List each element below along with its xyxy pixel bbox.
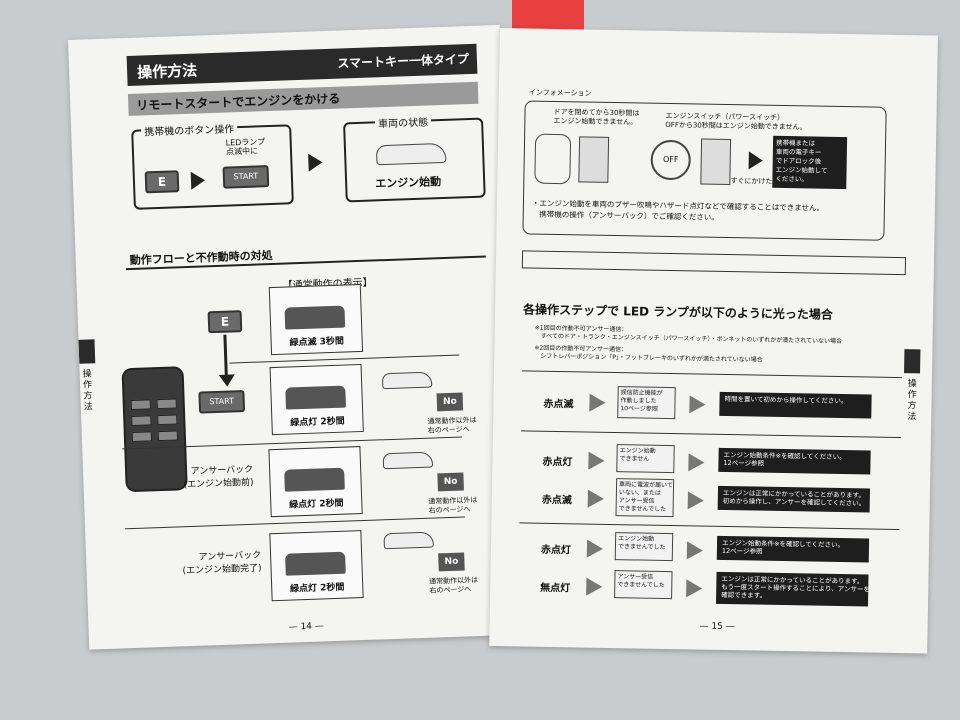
- phone-op-box: 携帯機のボタン操作 E LEDランプ 点滅中に START: [131, 120, 294, 210]
- step4-caption: 緑点灯 2秒間: [289, 582, 345, 595]
- remote-key-icon: [121, 366, 188, 493]
- led-panel-step1: 緑点滅 3秒間: [268, 283, 364, 356]
- info-text-door: ドアを閉めてから30秒間は エンジン始動できません。: [553, 107, 640, 127]
- gray-arrow-icon: [586, 539, 604, 558]
- remote-icon: [578, 136, 610, 183]
- no-badge: No: [436, 392, 464, 412]
- step2-caption: 緑点灯 2秒間: [290, 416, 345, 429]
- action-box: エンジン始動条件※を確認してください。 12ページ参照: [716, 535, 870, 563]
- section-title-flow: 動作フローと不作動時の対処: [125, 235, 486, 271]
- led-panel-step3: 緑点灯 2秒間: [268, 446, 363, 518]
- answerback-done-label: アンサーバック (エンジン始動完了): [182, 550, 262, 577]
- right-arrow-icon: [748, 151, 763, 170]
- info-box: ドアを閉めてから30秒間は エンジン始動できません。 エンジンスイッチ（パワース…: [522, 100, 887, 241]
- cause-box: 車両に電波が届いて いない、または アンサー受信 できませんでした: [615, 478, 675, 518]
- gray-arrow-icon: [688, 453, 705, 472]
- vehicle-state-box: 車両の状態 エンジン始動: [343, 113, 486, 203]
- action-box: エンジンは正常にかかっていることがあります。 もう一度スタート操作することにより…: [715, 571, 870, 607]
- start-button: START: [198, 390, 246, 414]
- gray-arrow-icon: [586, 577, 603, 596]
- divider: [125, 516, 465, 530]
- side-tab-label: 操作方法: [82, 369, 94, 413]
- led-blink-label: LEDランプ 点滅中に: [225, 137, 266, 157]
- page-number: — 15 —: [699, 621, 735, 633]
- row-label: 赤点灯: [542, 456, 573, 469]
- gray-arrow-icon: [689, 395, 706, 414]
- gray-arrow-icon: [588, 451, 605, 470]
- info-text-switch: エンジンスイッチ（パワースイッチ） OFFから30秒間はエンジン始動できません。: [665, 111, 807, 132]
- gray-arrow-icon: [687, 491, 704, 510]
- gray-arrow-icon: [587, 489, 604, 508]
- phone-op-label: 携帯機のボタン操作: [140, 120, 238, 139]
- no-note: 通常動作以外は 右のページへ: [428, 495, 478, 515]
- no-note: 通常動作以外は 右のページへ: [428, 576, 479, 595]
- car-icon: [383, 531, 434, 550]
- header-title: 操作方法: [136, 61, 198, 82]
- e-button: E: [144, 170, 180, 194]
- row-label: 赤点滅: [543, 398, 574, 411]
- gray-arrow-icon: [589, 393, 606, 412]
- section-title-remote-start: リモートスタートでエンジンをかける: [127, 81, 479, 116]
- side-tab-marker: [904, 349, 921, 374]
- divider: [519, 522, 900, 531]
- side-tab-label: 操作方法: [907, 379, 917, 423]
- car-icon: [381, 371, 433, 390]
- page-header: 操作方法 スマートキー一体タイプ: [126, 43, 478, 86]
- info-note-box: 携帯機または 車両の電子キー でドアロック後 エンジン始動して ください。: [772, 135, 848, 190]
- led-panel-step4: 緑点灯 2秒間: [269, 530, 364, 602]
- note-2: ※2回目の作動不可アンサー通信： シフトレバーポジション「P」・フットブレーキの…: [534, 344, 763, 364]
- action-box: エンジン始動条件※を確認してください。 12ページ参照: [718, 447, 871, 475]
- action-box: 時間を置いて初めから操作してください。: [719, 391, 872, 419]
- section-bar: [521, 250, 907, 276]
- side-tab-marker: [78, 339, 96, 364]
- divider: [520, 430, 901, 439]
- row-label: 赤点滅: [541, 494, 572, 507]
- engine-start-label: エンジン始動: [374, 175, 442, 191]
- down-arrow-shaft: [223, 334, 228, 377]
- action-box: エンジンは正常にかかっていることがあります。 初めから操作し、アンサーを確認して…: [717, 485, 871, 513]
- divider: [522, 370, 902, 379]
- header-type: スマートキー一体タイプ: [337, 52, 470, 71]
- left-page: 操作方法 スマートキー一体タイプ リモートスタートでエンジンをかける 携帯機のボ…: [68, 24, 522, 650]
- off-switch-icon: OFF: [650, 139, 692, 181]
- info-label: インフォメーション: [528, 88, 592, 98]
- row-label: 赤点灯: [540, 544, 571, 557]
- step3-caption: 緑点灯 2秒間: [289, 498, 344, 511]
- info-bullet: ・エンジン始動を車両のブザー吹鳴やハザード点灯などで確認することはできません。 …: [531, 198, 825, 222]
- cause-box: エンジン始動 できませんでした: [614, 532, 674, 562]
- down-arrow-icon: [218, 374, 236, 387]
- no-badge: No: [438, 552, 465, 572]
- cause-box: アンサー受信 できませんでした: [614, 570, 673, 600]
- right-page: インフォメーション ドアを閉めてから30秒間は エンジン始動できません。 エンジ…: [489, 28, 938, 654]
- gray-arrow-icon: [686, 579, 703, 598]
- car-icon: [375, 142, 447, 166]
- led-panel-step2: 緑点灯 2秒間: [269, 363, 364, 436]
- step1-caption: 緑点滅 3秒間: [289, 336, 345, 349]
- start-button: START: [222, 165, 270, 189]
- gray-arrow-icon: [686, 541, 704, 560]
- right-arrow-icon: [308, 153, 323, 172]
- car-icon: [382, 451, 434, 470]
- car-top-icon: [534, 133, 572, 185]
- right-arrow-icon: [190, 171, 206, 190]
- cause-box: 誤信防止機能が 作動しました 10ページ参照: [617, 386, 676, 420]
- no-note: 通常動作以外は 右のページへ: [427, 415, 477, 435]
- cause-box: エンジン始動 できません: [616, 444, 675, 474]
- no-badge: No: [437, 472, 464, 492]
- answerback-before-label: アンサーバック (エンジン始動前): [183, 464, 254, 491]
- divider: [229, 354, 460, 364]
- row-label: 無点灯: [540, 582, 571, 595]
- vehicle-state-label: 車両の状態: [374, 113, 432, 131]
- page-number: — 14 —: [288, 621, 324, 633]
- main-heading: 各操作ステップで LED ランプが以下のように光った場合: [522, 302, 833, 322]
- remote-icon: [700, 138, 732, 186]
- note-1: ※1回目の作動不可アンサー通信： すべてのドア・トランク・エンジンスイッチ（パワ…: [534, 324, 843, 346]
- e-button: E: [207, 310, 243, 334]
